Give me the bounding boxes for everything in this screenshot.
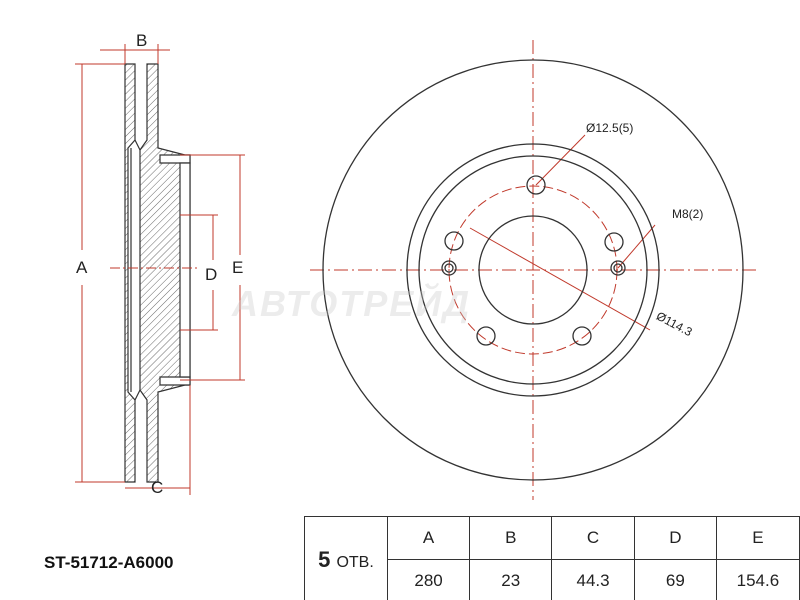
thread-annotation: M8(2) — [672, 207, 704, 221]
holes-count-cell: 5 ОТВ. — [304, 516, 388, 600]
value-cell: 280 — [386, 559, 471, 600]
front-view — [322, 59, 744, 481]
label-e: E — [232, 258, 244, 277]
cross-section — [124, 63, 191, 483]
part-number: ST-51712-A6000 — [44, 553, 174, 572]
watermark: АВТОТРЕЙД — [232, 283, 472, 324]
value-cell: 44.3 — [551, 559, 635, 600]
label-d: D — [205, 265, 218, 284]
label-a: A — [76, 258, 88, 277]
header-cell: D — [633, 516, 717, 560]
dimension-lines — [75, 40, 760, 500]
header-cell: E — [715, 516, 800, 560]
value-cell: 154.6 — [715, 559, 800, 600]
header-cell: C — [551, 516, 635, 560]
label-c: C — [151, 478, 164, 497]
value-cell: 69 — [633, 559, 717, 600]
header-cell: B — [469, 516, 553, 560]
value-cell: 23 — [469, 559, 553, 600]
header-cell: A — [386, 516, 471, 560]
label-b: B — [136, 31, 148, 50]
hole-annotation: Ø12.5(5) — [586, 121, 634, 135]
